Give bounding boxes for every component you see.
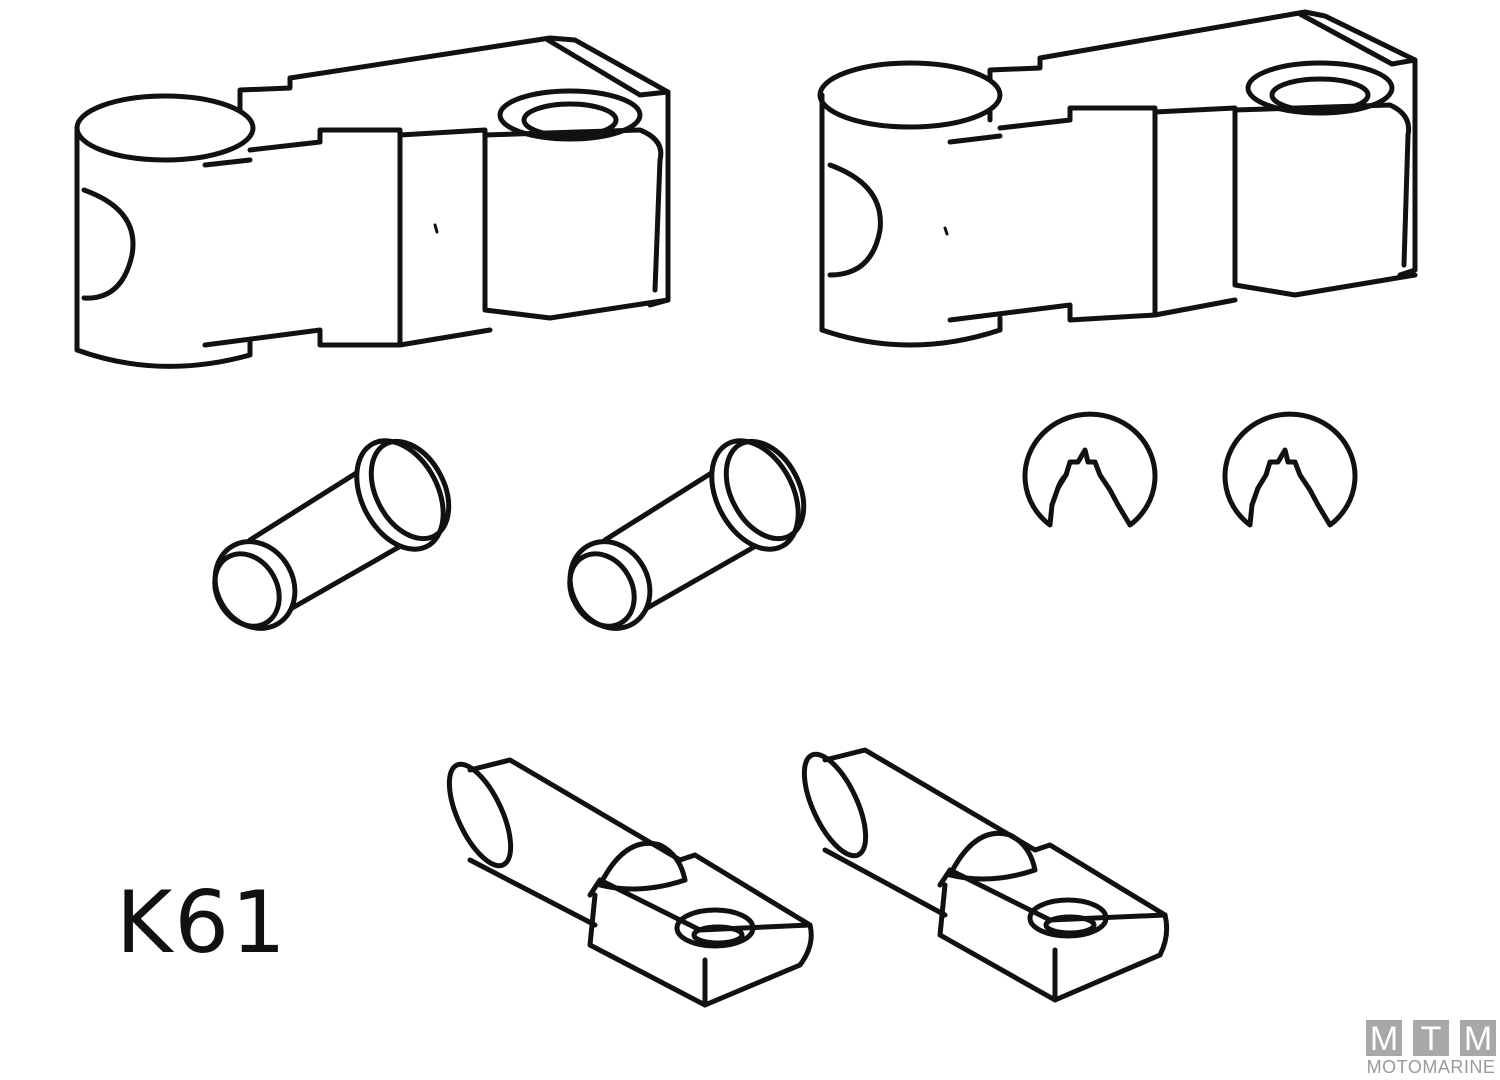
clevis-bracket-right (817, 9, 1418, 348)
pivot-pin-right (567, 438, 807, 631)
kit-code-label: K61 (116, 873, 288, 973)
clevis-bracket-left (74, 35, 671, 369)
e-clip-right (1222, 411, 1358, 528)
pivot-pin-left (212, 438, 452, 631)
cable-lug-left (446, 757, 814, 1008)
cable-lug-right (801, 747, 1170, 1003)
watermark-letter-2: T (1413, 1020, 1449, 1058)
watermark-letter-3: M (1460, 1020, 1496, 1058)
e-clip-left (1022, 411, 1158, 528)
brand-watermark: M T M MOTOMARINE (1366, 1020, 1496, 1080)
watermark-brand: MOTOMARINE (1366, 1057, 1496, 1077)
watermark-letter-1: M (1366, 1020, 1402, 1058)
